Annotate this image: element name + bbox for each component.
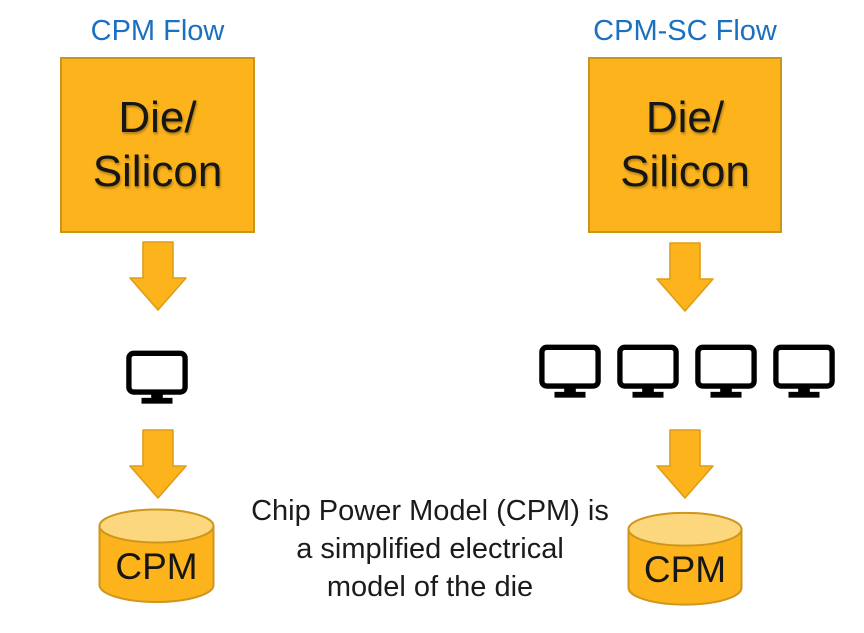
down-arrow-icon bbox=[129, 241, 187, 311]
cylinder-icon bbox=[627, 511, 743, 606]
monitor-icon bbox=[695, 344, 757, 399]
die-box-line1: Die/ bbox=[645, 93, 725, 142]
caption-line2: a simplified electrical bbox=[296, 533, 564, 565]
monitor-icon bbox=[773, 344, 835, 399]
db-label: CPM bbox=[643, 549, 727, 590]
monitor-icon bbox=[617, 344, 679, 399]
die-silicon-box-left: Die/ Silicon bbox=[60, 57, 255, 233]
cpm-database-cylinder-left: CPM bbox=[98, 508, 215, 604]
monitors-row-right bbox=[539, 344, 835, 399]
monitor-icon bbox=[126, 350, 188, 405]
down-arrow-icon bbox=[129, 429, 187, 499]
cpm-database-cylinder-right: CPM bbox=[627, 511, 743, 607]
down-arrow-icon bbox=[656, 429, 714, 499]
die-box-line2: Silicon bbox=[620, 147, 750, 196]
down-arrow-icon bbox=[656, 242, 714, 312]
db-label: CPM bbox=[115, 546, 198, 587]
caption-text: Chip Power Model (CPM) is a simplified e… bbox=[240, 492, 620, 606]
monitors-row-left bbox=[126, 350, 188, 405]
cpm-sc-flow-title: CPM-SC Flow bbox=[593, 15, 777, 47]
die-box-line2: Silicon bbox=[92, 147, 223, 196]
caption-line1: Chip Power Model (CPM) is bbox=[251, 495, 609, 527]
die-box-line1: Die/ bbox=[118, 93, 197, 142]
die-silicon-box-right: Die/ Silicon bbox=[588, 57, 782, 233]
cylinder-icon bbox=[98, 508, 215, 603]
monitor-icon bbox=[539, 344, 601, 399]
caption-line3: model of the die bbox=[326, 571, 534, 603]
cpm-flow-title: CPM Flow bbox=[90, 15, 225, 47]
